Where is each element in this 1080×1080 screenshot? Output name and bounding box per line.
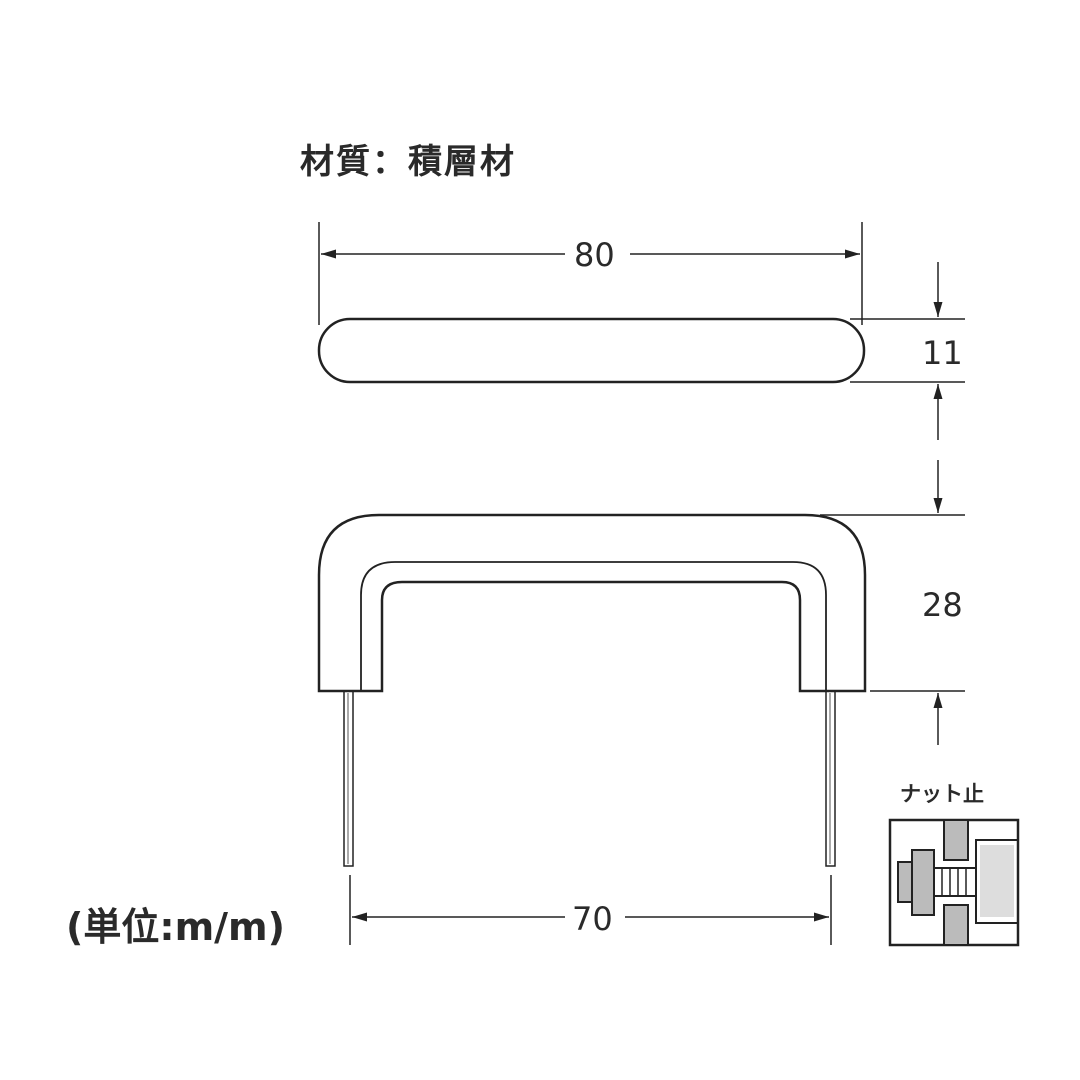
nut-detail-icon <box>888 818 1020 947</box>
handle-outer <box>317 513 867 693</box>
top-view-bar <box>317 317 866 384</box>
dimension-overall-length: 80 <box>574 236 615 274</box>
unit-label: (単位:m/m) <box>66 905 286 949</box>
dimension-thickness: 11 <box>922 334 963 372</box>
dimension-pitch: 70 <box>572 900 613 938</box>
nut-detail-label: ナット止 <box>900 782 984 806</box>
dimension-height: 28 <box>922 586 963 624</box>
material-label: 材質：積層材 <box>300 142 516 182</box>
